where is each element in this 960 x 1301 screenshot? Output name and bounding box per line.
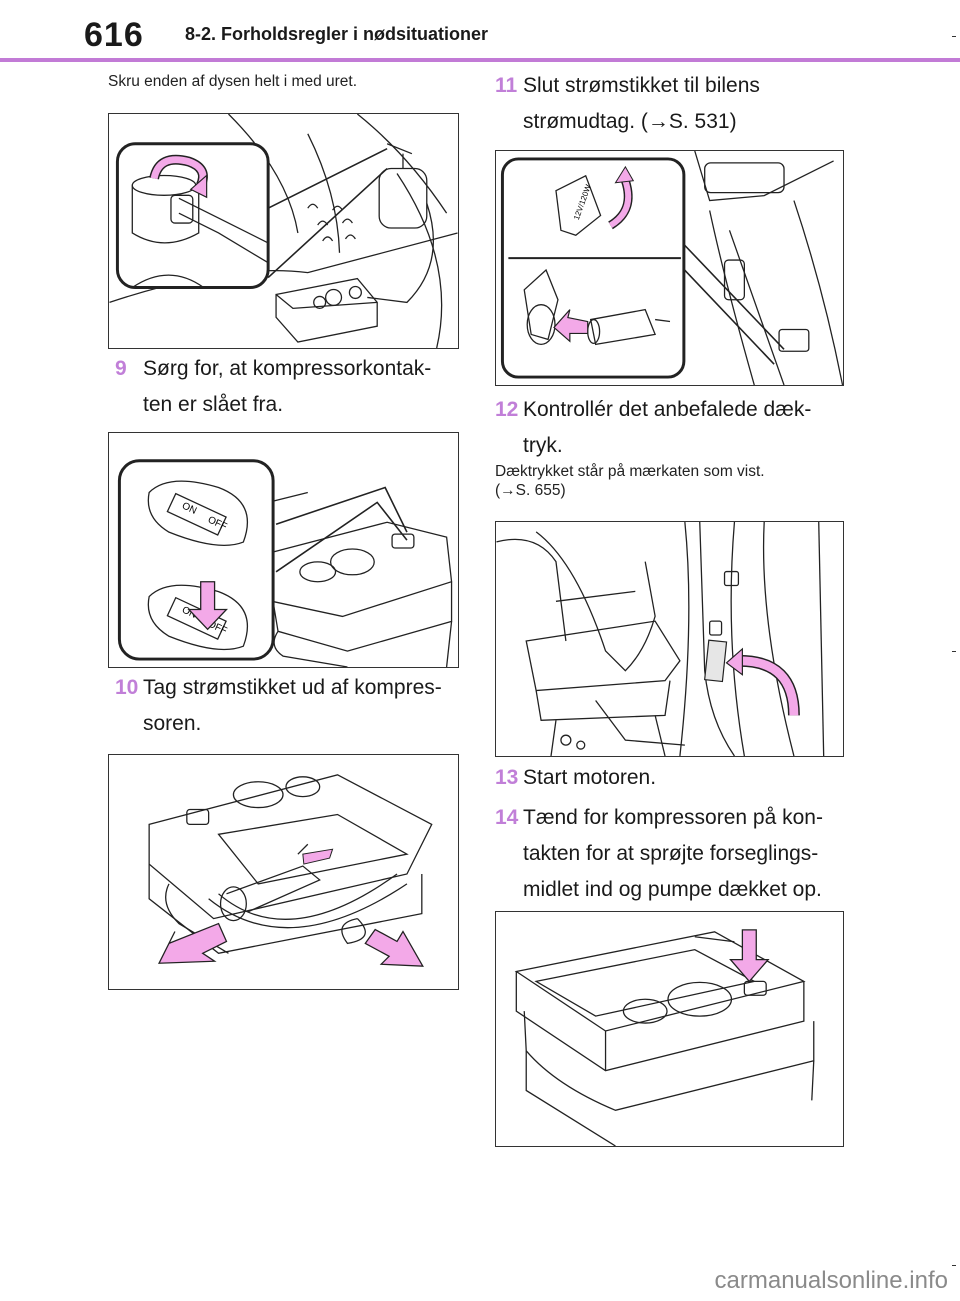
step-number: 14	[495, 806, 519, 829]
figure-remove-plug	[108, 754, 459, 990]
step-text-line: tryk.	[523, 434, 563, 457]
step-text-line: Tag strømstikket ud af kompres-	[143, 676, 442, 699]
pressure-note: Dæktrykket står på mærkaten som vist. (→…	[495, 462, 845, 500]
step-13: 13 Start motoren.	[495, 760, 845, 796]
step-text-line: takten for at sprøjte forseglings-	[523, 842, 819, 865]
edge-mark	[952, 36, 956, 37]
edge-mark	[952, 1265, 956, 1266]
step-text-line: Slut strømstikket til bilens	[523, 74, 760, 97]
step-text-line: Kontrollér det anbefalede dæk-	[523, 398, 812, 421]
figure-switch-on	[495, 911, 844, 1147]
step-number: 13	[495, 766, 519, 789]
figure-nozzle	[108, 113, 459, 349]
step-number: 11	[495, 74, 518, 97]
intro-note: Skru enden af dysen helt i med uret.	[108, 73, 358, 90]
step-9: 9 Sørg for, at kompressorkontak- ten er …	[115, 351, 460, 423]
compressor-on-illustration	[514, 929, 815, 1146]
step-text-line: strømudtag. (→S. 531)	[523, 110, 737, 133]
step-11: 11 Slut strømstikket til bilens strømudt…	[495, 68, 845, 140]
switch-illustration: ON OFF ON OFF	[117, 459, 453, 667]
watermark: carmanualsonline.info	[714, 1267, 948, 1294]
header-rule	[0, 58, 960, 62]
page-header: 616 8-2. Forholdsregler i nødsituationer	[0, 0, 960, 70]
step-text-line: Tænd for kompressoren på kon-	[523, 806, 823, 829]
step-12: 12 Kontrollér det anbefalede dæk- tryk.	[495, 392, 845, 464]
figure-pressure-label	[495, 521, 844, 757]
step-text-line: Sørg for, at kompressorkontak-	[143, 357, 432, 380]
nozzle-illustration	[109, 114, 458, 348]
step-10: 10 Tag strømstikket ud af kompres- soren…	[115, 670, 460, 742]
step-text-line: soren.	[143, 712, 202, 735]
step-text-line: midlet ind og pumpe dækket op.	[523, 878, 822, 901]
step-number: 9	[115, 357, 127, 380]
page-number: 616	[84, 16, 144, 54]
step-number: 12	[495, 398, 519, 421]
power-outlet-illustration: 12V/120W	[500, 151, 843, 385]
step-14: 14 Tænd for kompressoren på kon- takten …	[495, 800, 845, 908]
compressor-plug-illustration	[148, 774, 433, 967]
step-text-line: Start motoren.	[523, 766, 657, 789]
step-number: 10	[115, 676, 139, 699]
figure-switch: ON OFF ON OFF	[108, 432, 459, 668]
step-text-line: ten er slået fra.	[143, 393, 284, 416]
note-line: (→S. 655)	[495, 482, 566, 499]
door-pillar-illustration	[496, 522, 825, 756]
section-title: 8-2. Forholdsregler i nødsituationer	[185, 24, 489, 44]
figure-power-outlet: 12V/120W	[495, 150, 844, 386]
edge-mark	[952, 651, 956, 652]
note-line: Dæktrykket står på mærkaten som vist.	[495, 463, 765, 480]
